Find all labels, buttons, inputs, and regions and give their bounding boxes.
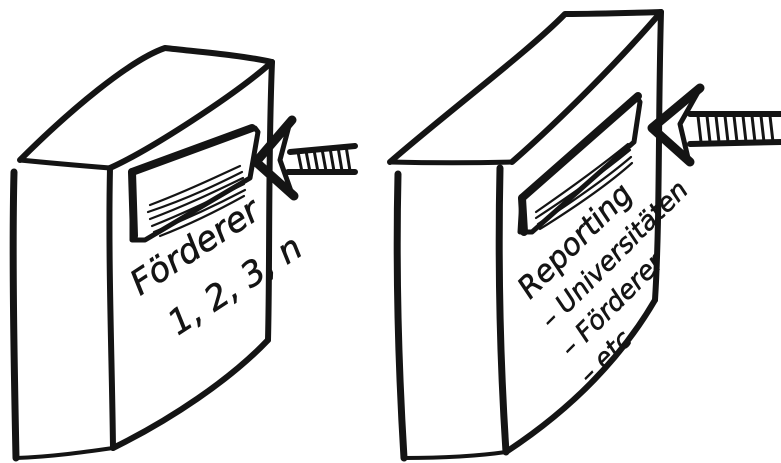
box-reporting-arrow-icon <box>652 88 781 162</box>
box-foerderer-outline <box>13 48 272 458</box>
box-reporting: Reporting – Universitäten – Förderer – e… <box>390 12 781 458</box>
box-foerderer-label: Förderer 1, 2, 3, n <box>123 182 309 349</box>
box-foerderer: Förderer 1, 2, 3, n <box>13 48 355 458</box>
